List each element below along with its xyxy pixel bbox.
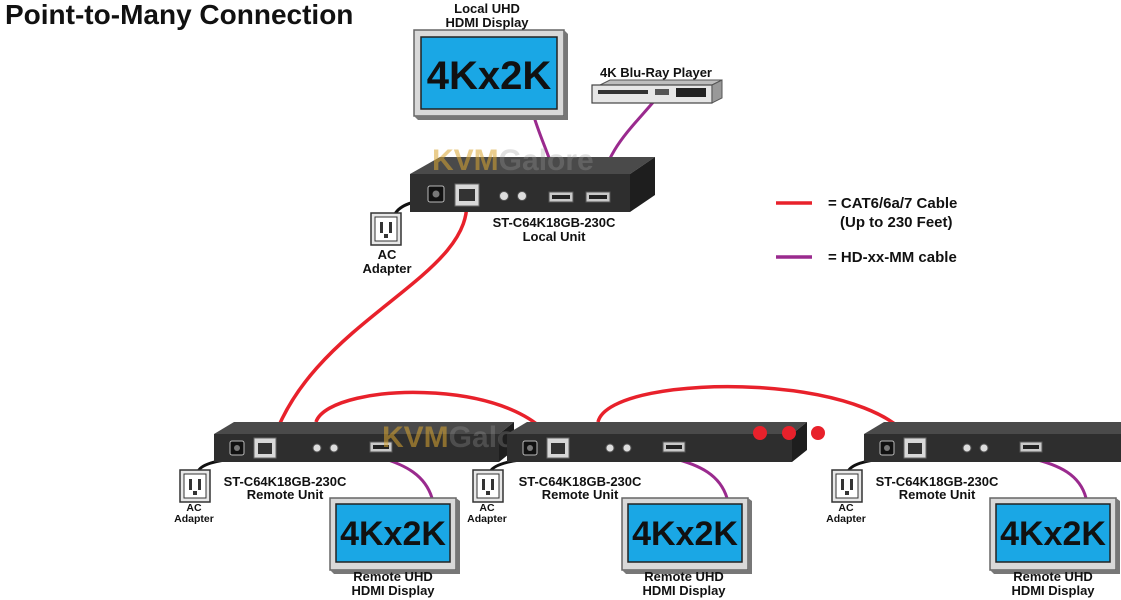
- hdmi-cable-remote1: [381, 456, 434, 499]
- legend-hdmi-label: = HD-xx-MM cable: [828, 249, 957, 266]
- remote-display-2-label-1: Remote UHD: [644, 569, 723, 584]
- remote-display-1-screen-text: 4Kx2K: [340, 515, 446, 553]
- local-unit-model: ST-C64K18GB-230C: [493, 215, 616, 230]
- diagram-title: Point-to-Many Connection: [5, 0, 353, 30]
- local-display: 4Kx2K: [413, 29, 568, 120]
- remote-display-3-label-1: Remote UHD: [1013, 569, 1092, 584]
- more-units-ellipsis: [753, 426, 825, 440]
- remote-unit-3-model: ST-C64K18GB-230C: [876, 474, 999, 489]
- local-display-screen-text: 4Kx2K: [427, 54, 552, 98]
- cat-cable-local-to-remote1: [266, 194, 469, 459]
- remote-display-2: 4Kx2K: [621, 497, 753, 575]
- remote-display-1-label-1: Remote UHD: [353, 569, 432, 584]
- remote-2-ac-label-1: AC: [479, 502, 495, 514]
- local-display-label-2: HDMI Display: [445, 15, 529, 30]
- watermark-local: KVMGalore: [432, 144, 594, 177]
- remote-2-ac-label-2: Adapter: [467, 513, 507, 525]
- remote-display-3: 4Kx2K: [989, 497, 1121, 575]
- hdmi-cable-remote3: [1029, 456, 1088, 499]
- remote-unit-3-role: Remote Unit: [899, 487, 976, 502]
- bluray-label: 4K Blu-Ray Player: [600, 65, 712, 80]
- local-display-label-1: Local UHD: [454, 1, 520, 16]
- remote-display-3-label-2: HDMI Display: [1011, 583, 1095, 598]
- local-unit: [410, 157, 655, 212]
- bluray-player: [591, 79, 723, 104]
- remote-unit-1-model: ST-C64K18GB-230C: [224, 474, 347, 489]
- remote-2-ac-adapter-icon: [472, 469, 504, 503]
- remote-unit-3: [863, 421, 1121, 463]
- remote-display-2-label-2: HDMI Display: [642, 583, 726, 598]
- remote-display-2-screen-text: 4Kx2K: [632, 515, 738, 553]
- remote-unit-2-model: ST-C64K18GB-230C: [519, 474, 642, 489]
- remote-display-1: 4Kx2K: [329, 497, 461, 575]
- local-unit-role: Local Unit: [523, 229, 587, 244]
- remote-display-1-label-2: HDMI Display: [351, 583, 435, 598]
- remote-1-ac-adapter-icon: [179, 469, 211, 503]
- local-ac-label-2: Adapter: [362, 261, 411, 276]
- remote-display-3-screen-text: 4Kx2K: [1000, 515, 1106, 553]
- remote-unit-1-role: Remote Unit: [247, 487, 324, 502]
- legend: = CAT6/6a/7 Cable (Up to 230 Feet) = HD-…: [776, 195, 957, 266]
- local-ac-adapter-icon: [370, 212, 402, 246]
- remote-3-ac-adapter-icon: [831, 469, 863, 503]
- remote-3-ac-label-2: Adapter: [826, 513, 866, 525]
- legend-cat-label-2: (Up to 230 Feet): [840, 214, 953, 231]
- remote-1-ac-label-2: Adapter: [174, 513, 214, 525]
- hdmi-cable-remote2: [671, 456, 729, 499]
- remote-1-ac-label-1: AC: [186, 502, 202, 514]
- legend-cat-label-1: = CAT6/6a/7 Cable: [828, 195, 957, 212]
- local-ac-label-1: AC: [378, 247, 397, 262]
- remote-3-ac-label-1: AC: [838, 502, 854, 514]
- remote-unit-2-role: Remote Unit: [542, 487, 619, 502]
